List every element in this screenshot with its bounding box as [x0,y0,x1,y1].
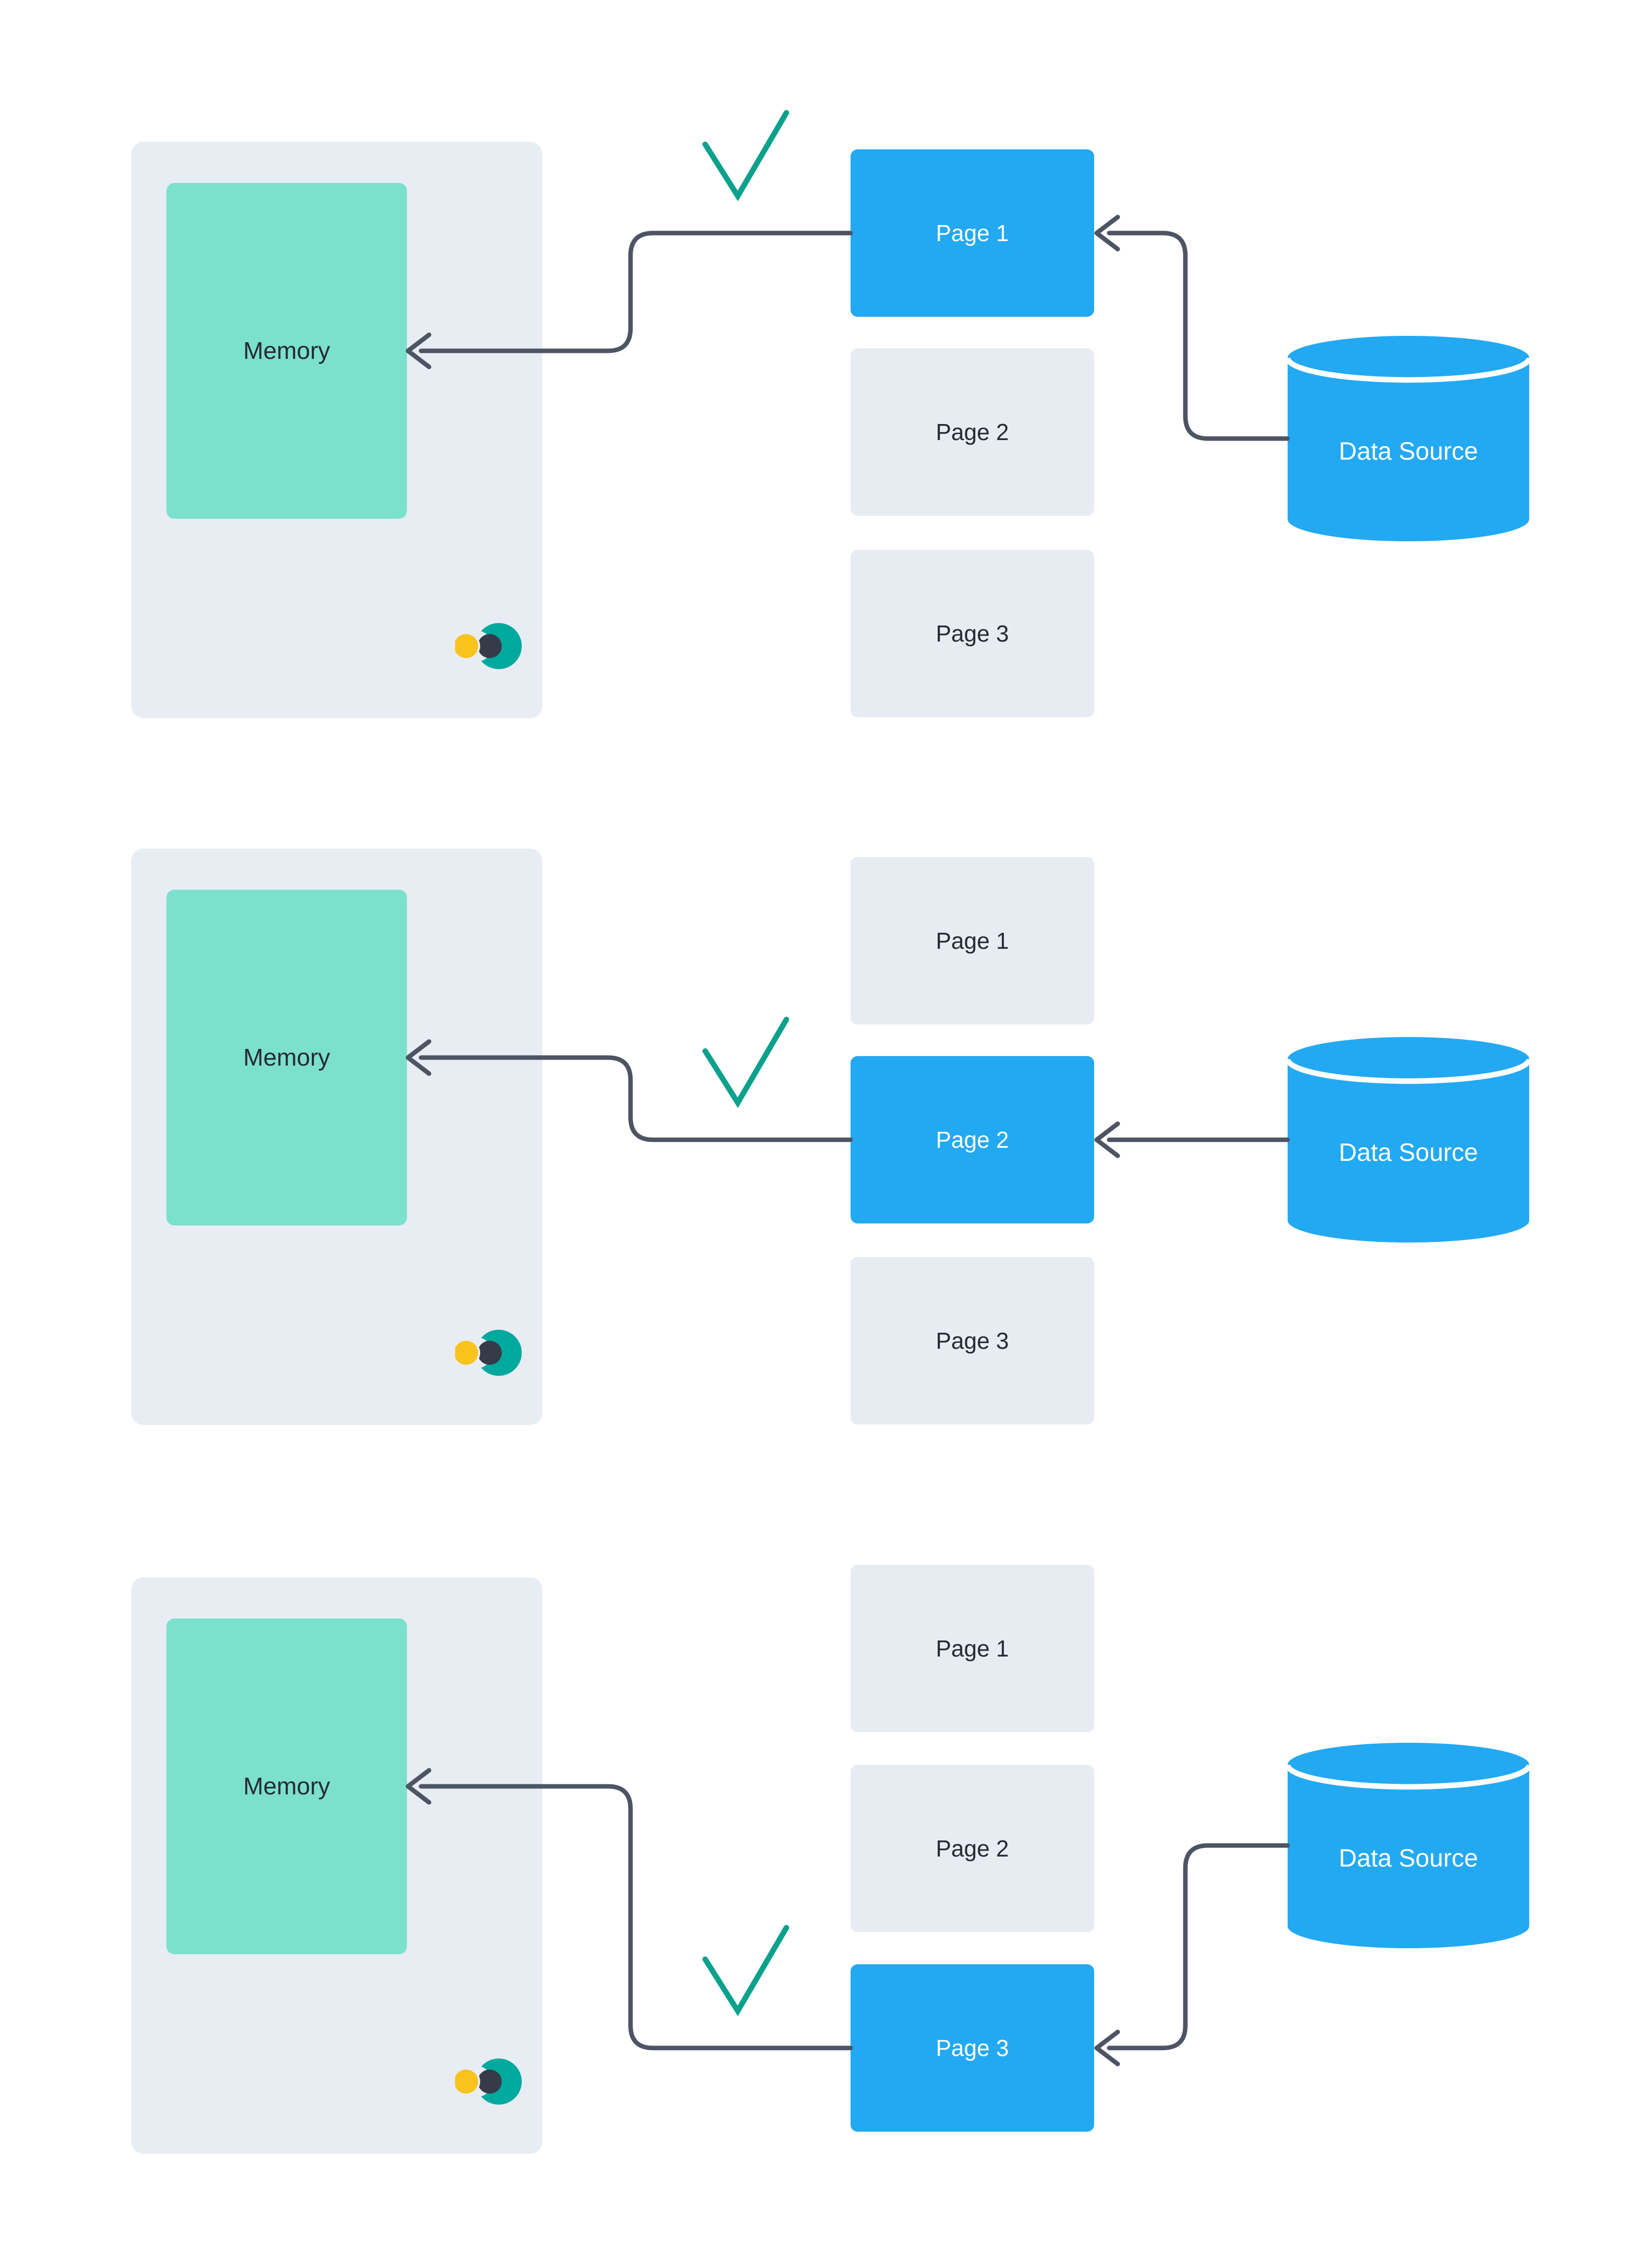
arrow-left-icon [1094,215,1120,252]
memory-label: Memory [243,337,330,364]
page-label: Page 2 [936,419,1009,445]
page-label: Page 1 [936,1635,1009,1662]
memory-label: Memory [243,1773,330,1800]
arrow-datasource-to-page [1107,1843,1290,2050]
eclipse-logo-icon [455,1330,522,1376]
page-label: Page 3 [936,2035,1009,2061]
memory-panel: Memory [131,1577,542,2154]
datasource: Data Source [1288,336,1529,541]
datasource: Data Source [1288,1037,1529,1243]
eclipse-logo-icon [455,623,522,669]
datasource: Data Source [1288,1743,1529,1948]
database-cylinder-icon [1288,1037,1529,1243]
memory-label: Memory [243,1044,330,1071]
page-label: Page 2 [936,1127,1009,1153]
page-box-3: Page 3 [851,1964,1094,2132]
page-box-2: Page 2 [851,348,1094,516]
memory-box: Memory [166,183,407,519]
arrow-left-icon [1094,1121,1120,1158]
memory-box: Memory [166,890,407,1225]
checkmark-icon [702,1016,789,1108]
memory-panel: Memory [131,142,542,718]
page-box-1: Page 1 [851,1565,1094,1732]
page-box-1: Page 1 [851,857,1094,1024]
page-box-2: Page 2 [851,1056,1094,1223]
page-label: Page 3 [936,621,1009,647]
checkmark-icon [702,1925,789,2016]
datasource-label: Data Source [1339,1138,1478,1166]
page-label: Page 3 [936,1328,1009,1354]
page-label: Page 1 [936,928,1009,954]
eclipse-logo-icon [455,2059,522,2105]
page-label: Page 1 [936,220,1009,246]
database-cylinder-icon [1288,336,1529,541]
memory-panel: Memory [131,849,542,1425]
page-box-3: Page 3 [851,550,1094,717]
database-cylinder-icon [1288,1743,1529,1948]
checkmark-icon [702,110,789,201]
page-label: Page 2 [936,1835,1009,1862]
arrow-left-icon [1094,2029,1120,2067]
page-box-3: Page 3 [851,1257,1094,1424]
datasource-label: Data Source [1339,1844,1478,1872]
page-box-1: Page 1 [851,149,1094,317]
arrow-datasource-to-page [1107,231,1290,441]
page-box-2: Page 2 [851,1765,1094,1932]
datasource-label: Data Source [1339,437,1478,465]
memory-box: Memory [166,1618,407,1954]
